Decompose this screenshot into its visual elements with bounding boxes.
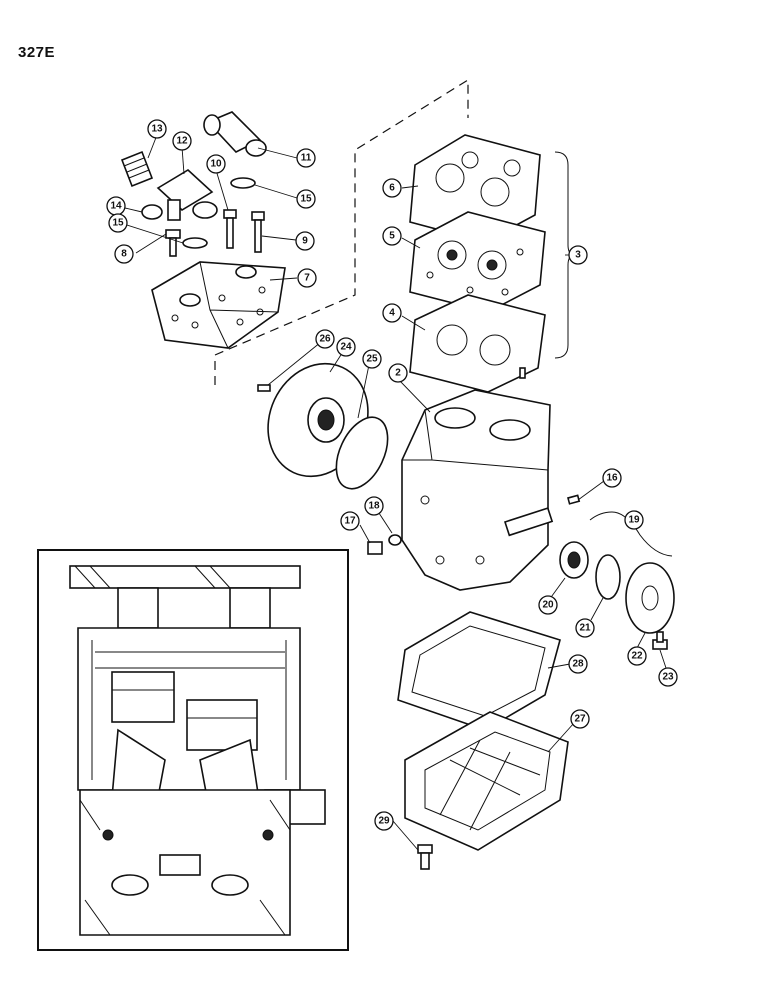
bolt-29: [417, 844, 433, 870]
base-plate-27: [404, 711, 569, 851]
svg-text:7: 7: [304, 273, 310, 284]
svg-text:6: 6: [389, 183, 395, 194]
callout-21: 21: [575, 618, 595, 638]
callout-24: 24: [336, 337, 356, 357]
seal-20-center: [567, 551, 581, 569]
callout-13: 13: [147, 119, 167, 139]
o-ring-21: [595, 554, 621, 600]
callout-3: 3: [568, 245, 588, 265]
o-ring-15-lower: [182, 237, 208, 249]
bolt-23: [652, 631, 668, 650]
svg-text:15: 15: [300, 194, 312, 205]
plug-17: [367, 541, 383, 555]
o-ring-15-upper: [230, 177, 256, 189]
callout-7: 7: [297, 268, 317, 288]
callout-9: 9: [295, 231, 315, 251]
callout-29: 29: [374, 811, 394, 831]
svg-text:13: 13: [151, 124, 163, 135]
callout-28: 28: [568, 654, 588, 674]
section-view-inset: [37, 549, 349, 951]
svg-text:5: 5: [389, 231, 395, 242]
svg-text:19: 19: [628, 515, 640, 526]
svg-text:9: 9: [302, 236, 308, 247]
gasket-6: [409, 134, 541, 243]
seal-plate-22: [625, 562, 675, 634]
svg-text:11: 11: [301, 153, 312, 164]
svg-text:18: 18: [368, 501, 380, 512]
callout-14: 14: [106, 196, 126, 216]
svg-text:15: 15: [112, 218, 124, 229]
svg-text:14: 14: [110, 201, 122, 212]
cylinder-head-7: [151, 261, 286, 349]
dowel-pin: [519, 367, 526, 379]
callout-25: 25: [362, 349, 382, 369]
callout-4: 4: [382, 303, 402, 323]
svg-text:23: 23: [662, 672, 674, 683]
svg-text:28: 28: [572, 659, 584, 670]
svg-text:4: 4: [389, 308, 395, 319]
callout-8: 8: [114, 244, 134, 264]
svg-text:12: 12: [176, 136, 188, 147]
callout-11: 11: [296, 148, 316, 168]
key-16: [567, 494, 581, 505]
svg-text:26: 26: [319, 334, 331, 345]
svg-text:16: 16: [606, 473, 618, 484]
svg-text:10: 10: [210, 159, 222, 170]
crankcase-2: [401, 389, 554, 591]
svg-text:25: 25: [366, 354, 378, 365]
svg-text:20: 20: [542, 600, 554, 611]
fitting-13: [120, 150, 154, 188]
svg-text:21: 21: [579, 623, 591, 634]
callout-22: 22: [627, 646, 647, 666]
callout-15-upper: 15: [296, 189, 316, 209]
valve-plate-5: [409, 211, 546, 313]
page-code: 327E: [18, 44, 56, 61]
callout-2: 2: [388, 363, 408, 383]
callout-19: 19: [624, 510, 644, 530]
svg-text:3: 3: [575, 250, 581, 261]
callout-18: 18: [364, 496, 384, 516]
svg-text:8: 8: [121, 249, 127, 260]
leader-lines: [124, 134, 667, 851]
callout-17: 17: [340, 511, 360, 531]
bolt-9: [251, 211, 265, 253]
svg-text:22: 22: [631, 651, 643, 662]
tee-fitting-11: [203, 111, 267, 157]
head-group-outline: [214, 78, 469, 385]
callout-10: 10: [206, 154, 226, 174]
callout-5: 5: [382, 226, 402, 246]
callout-23: 23: [658, 667, 678, 687]
svg-text:27: 27: [574, 714, 586, 725]
gasket-4: [409, 294, 546, 393]
o-ring-25: [335, 416, 389, 490]
svg-text:24: 24: [340, 342, 352, 353]
cap-14: [141, 204, 163, 220]
o-ring-18: [388, 534, 402, 546]
callout-16: 16: [602, 468, 622, 488]
callout-12: 12: [172, 131, 192, 151]
svg-text:29: 29: [378, 816, 390, 827]
bolt-10: [223, 209, 237, 249]
callout-20: 20: [538, 595, 558, 615]
tee-fitting-12: [156, 169, 218, 221]
svg-text:2: 2: [395, 368, 401, 379]
svg-text:17: 17: [344, 516, 356, 527]
gasket-28: [397, 611, 561, 731]
callout-15-lower: 15: [108, 213, 128, 233]
callout-6: 6: [382, 178, 402, 198]
callout-26: 26: [315, 329, 335, 349]
key-26: [257, 384, 271, 392]
bolt-8: [165, 229, 181, 257]
callout-27: 27: [570, 709, 590, 729]
